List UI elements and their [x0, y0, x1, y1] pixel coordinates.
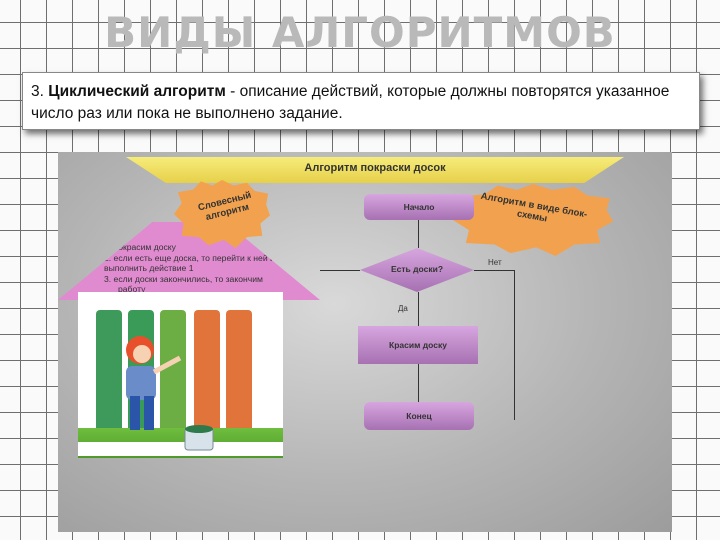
flow-connector [320, 270, 360, 271]
flow-connector [418, 364, 419, 402]
definition-number: 3. [31, 83, 44, 100]
painter-figure [126, 336, 182, 430]
illustration: Алгоритм покраски досок 1. покрасим доск… [58, 152, 672, 532]
definition-text: - описание действий, которые должны повт… [31, 83, 670, 122]
paint-bucket-icon [184, 425, 214, 451]
fence-plank [194, 310, 220, 440]
flow-connector [418, 292, 419, 326]
fence-plank [160, 310, 186, 440]
yes-label: Да [398, 304, 408, 313]
step-line: 1. покрасим доску [104, 242, 176, 252]
definition-box: 3. Циклический алгоритм - описание дейст… [22, 72, 700, 130]
ground [78, 442, 283, 456]
definition-term: Циклический алгоритм [48, 83, 226, 100]
page-title: ВИДЫ АЛГОРИТМОВ [104, 8, 616, 57]
flowchart-start: Начало [364, 194, 474, 220]
flow-connector [474, 270, 514, 271]
step-line: выполнить действие 1 [104, 263, 194, 273]
flowchart-action: Красим доску [358, 326, 478, 364]
flow-connector [514, 270, 515, 420]
no-label: Нет [488, 258, 502, 267]
flowchart-condition-text: Есть доски? [390, 264, 444, 274]
fence-plank [226, 310, 252, 440]
flow-connector [418, 220, 419, 248]
step-line: 2. если есть еще доска, то перейти к ней… [104, 252, 275, 263]
flowchart-end: Конец [364, 402, 474, 430]
step-line: 3. если доски закончились, то закончим [104, 273, 263, 284]
banner: Алгоритм покраски досок [126, 157, 624, 183]
fence-plank [96, 310, 122, 440]
step-line: работу [118, 284, 146, 294]
steps-list: 1. покрасим доску 2. если есть еще доска… [104, 242, 284, 295]
